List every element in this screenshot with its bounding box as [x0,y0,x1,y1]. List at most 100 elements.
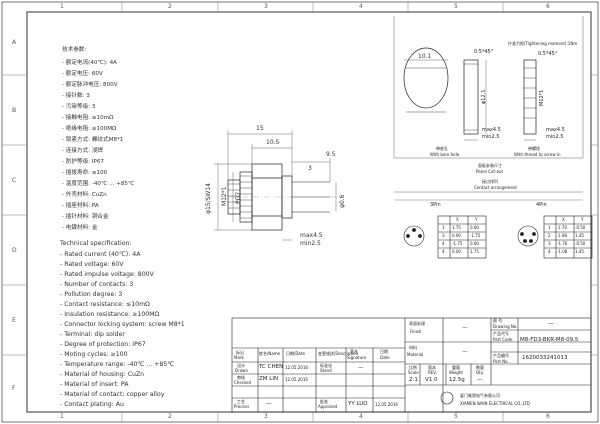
tb-qty-cn: 数量 [476,365,484,370]
pin3-cell: 0.00 [452,233,461,238]
tb-part-code-en: Part Code [493,337,513,342]
pin4-cell: 1.45 [575,249,584,254]
spec-cn-line: - 污染等级: 3 [62,104,96,110]
tb-part-no-val: 1620033241013 [522,355,568,361]
cutout-chamfer-left: 0.5*45° [474,49,494,55]
spec-cn-line: - 温度范围: -40℃ ... +85℃ [62,181,135,187]
tb-drawing-no-cn: 图 号 [493,318,503,323]
cutout-right-cn: 带螺纹 [528,146,540,151]
spec-cn-line: - 锁紧方式: 螺纹式M8*1 [62,137,124,143]
contacts-title-cn: 接点排列 [482,179,498,184]
spec-cn-line: - 额定脉冲电压: 800V [62,82,118,88]
tb-sign-en: Signature [347,355,367,360]
tb-process-en: Process [234,404,250,409]
tb-part-code-cn: 产品代号 [493,331,509,336]
tb-scale-cn: 比例 [409,365,417,370]
cutout-min-right: min2.5 [546,134,564,140]
tb-approved-en: Approved [318,404,338,409]
pin3-cell: -1.75 [452,241,463,246]
spec-cn-line: - 额定电流(40℃): 4A [62,60,117,66]
pin3-cell: 1 [442,225,445,230]
pin3-header-x: X [456,217,459,222]
tb-company-en: XIAMEN WAIN ELECTRICAL CO.,LTD [460,401,530,406]
zone-bottom-6: 6 [546,413,550,420]
tb-material-en: Material [407,352,424,357]
tb-qty-val: — [477,377,483,383]
tb-process-val: — [266,401,272,407]
zone-bottom-2: 2 [168,413,172,420]
pin3-cell: 4 [442,241,445,246]
tb-date2-en: Date [380,355,390,360]
pin3-cell: 1.75 [452,225,461,230]
zone-bottom-4: 4 [359,413,363,420]
tb-part-code-val: M8-FD3-BKR-M8-09.5 [520,337,579,343]
tb-date-header: 日期/Date [286,351,305,356]
tb-checked-name: ZM LIN [259,376,279,382]
spec-cn-line: - 电镀材料: 金 [62,225,98,231]
pin4-cell: 1.70 [558,225,567,230]
pin4-cell: -0.50 [575,241,586,246]
tb-mark-en: Mark [234,355,244,360]
zone-top-5: 5 [454,3,458,10]
spec-en-line: - Moting cycles: ≥100 [60,351,128,358]
cutout-diameter: φ12.1 [481,89,487,104]
tb-stand-val: — [358,365,364,371]
tb-material-cn: 材料 [409,345,417,350]
tb-finish-en: Finish [410,329,422,334]
pin3-cell: 4 [442,249,445,254]
dim-length-9-5: 9.5 [326,151,336,158]
tb-process-cn: 工艺 [237,399,245,404]
dim-length-3: 3 [308,165,312,172]
cutout-chamfer-right: 0.5*45° [538,51,558,57]
cutout-max-right: max4.5 [546,127,565,133]
connector-side-view [214,130,338,241]
tb-date2-cn: 日期 [380,349,388,354]
contact-arrangement [394,199,593,259]
specs-en-title: Technical specification: [60,240,132,247]
zone-left-d: D [12,247,17,254]
zone-left-c: C [12,177,17,184]
zone-left-a: A [12,39,17,46]
spec-en-line: - Material of contact: copper alloy [60,391,165,398]
tb-drawing-no-en: Drawing No. [493,324,518,329]
zone-top-2: 2 [168,3,172,10]
cutout-left-en: With bore hole [430,152,460,157]
tb-scale-en: Scale [408,370,419,375]
pin3-cell: -1.75 [470,233,481,238]
spec-cn-line: - 接针数: 3 [62,93,90,99]
tb-qty-en: Qty. [476,370,484,375]
spec-en-line: - Rated current (40℃): 4A [60,251,141,258]
title-block-grid [231,317,592,413]
zone-top-3: 3 [264,3,268,10]
pin4-cell: 2 [548,233,551,238]
tb-checked-cn: 审核 [237,375,245,380]
tb-drawn-cn: 设计 [237,363,245,368]
tb-finish-cn: 表面处理 [409,321,425,326]
pin3-header-y: Y [475,217,478,222]
spec-en-line: - Contact plating: Au [60,401,124,408]
cutout-max-left: max4.5 [482,127,501,133]
tb-weight-val: 12.5g [449,377,465,383]
dim-pg7: PG7 [235,191,242,204]
panel-cutout-en: Panel Cut-out [476,169,504,174]
pin3-cell: 3 [442,233,445,238]
tb-rev-en: REV. [428,370,437,375]
torque-note: 拧紧力矩(Tightening moment):1Nm [508,41,578,46]
tb-checked-date: 12.05.2016 [285,377,308,382]
pin4-cell: 1 [548,225,551,230]
tb-material-val: — [462,349,468,355]
zone-left-f: F [12,385,16,392]
spec-cn-line: - 接触电阻: ≤10mΩ [62,115,114,121]
tb-checked-en: Checked [234,380,252,385]
tb-part-no-en: Part No. [493,359,509,364]
zone-left-b: B [12,107,17,114]
dim-length-10-5: 10.5 [266,139,280,146]
spec-en-line: - Degree of protection: IP67 [60,341,146,348]
pin4-label: 4Pin [536,202,547,208]
tb-drawn-date: 12.05.2016 [285,365,308,370]
pin3-label: 3Pin [430,202,441,208]
zone-bottom-5: 5 [454,413,458,420]
spec-cn-line: - 绝缘电阻: ≥100MΩ [62,126,117,132]
tb-rev-cn: 版本 [428,365,436,370]
dim-pin-diameter: φ0.6 [339,194,346,209]
